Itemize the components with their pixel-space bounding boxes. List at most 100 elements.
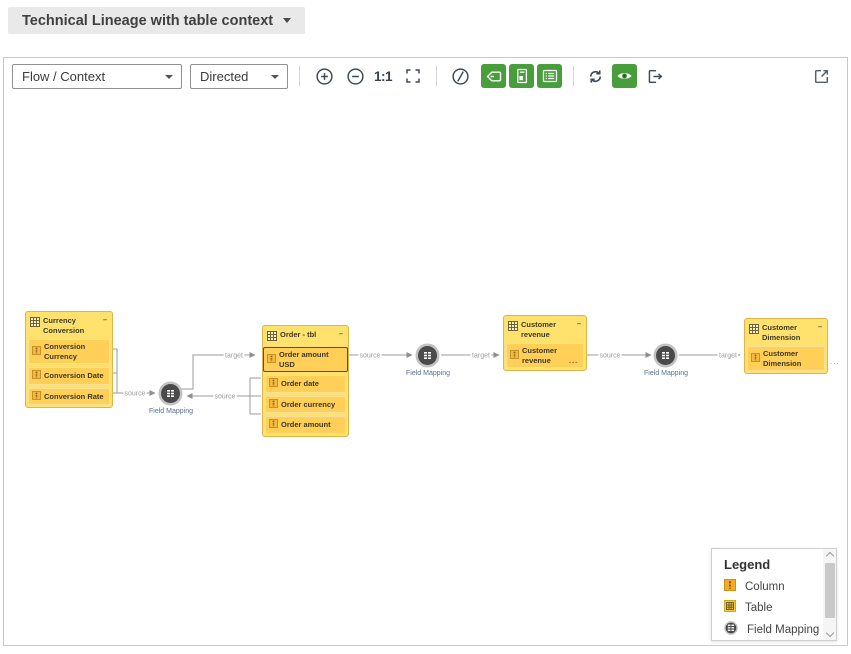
column-node[interactable]: Conversion Currency <box>28 339 110 364</box>
table-title: Order - tbl <box>280 330 317 339</box>
column-node[interactable]: Conversion Date <box>28 367 110 385</box>
field-mapping-node[interactable] <box>418 346 437 365</box>
field-mapping-node[interactable] <box>656 346 675 365</box>
column-name: Order amount USD <box>279 350 329 369</box>
table-node-currency-conversion[interactable]: Currency Conversion – Conversion Currenc… <box>25 311 113 408</box>
list-icon <box>542 69 557 83</box>
table-icon <box>267 330 277 344</box>
table-node-customer-dimension[interactable]: Customer Dimension – Customer Dimension <box>744 318 828 374</box>
column-node[interactable]: Order date <box>265 375 346 393</box>
zoom-out-button[interactable] <box>343 64 367 88</box>
table-node-order-tbl[interactable]: Order - tbl – Order amount USD Order dat… <box>262 325 349 437</box>
toolbar-divider <box>299 66 300 86</box>
collapse-node-button[interactable]: – <box>338 329 343 338</box>
legend-item-label: Column <box>745 580 785 593</box>
legend-item-column: Column <box>724 579 823 594</box>
eye-icon <box>617 73 632 79</box>
edge-label: target <box>472 353 490 360</box>
table-title: Customer Dimension <box>762 323 801 342</box>
collapse-node-button[interactable]: – <box>576 319 581 328</box>
direction-select[interactable]: Directed <box>190 63 288 89</box>
fit-to-screen-icon <box>406 69 420 83</box>
column-icon <box>32 345 41 358</box>
column-name: Customer revenue <box>522 346 558 365</box>
column-icon <box>269 378 278 390</box>
field-mapping-label: Field Mapping <box>644 370 688 377</box>
disable-highlight-button[interactable] <box>448 64 472 88</box>
column-node-selected[interactable]: Order amount USD <box>263 347 348 372</box>
column-node[interactable]: Customer revenue ... <box>506 343 584 368</box>
lineage-view-selector[interactable]: Technical Lineage with table context <box>8 7 306 34</box>
field-mapping-node[interactable] <box>161 384 180 403</box>
show-columns-button[interactable] <box>612 64 638 88</box>
column-icon <box>269 398 278 411</box>
edge-line <box>178 352 256 390</box>
column-icon <box>269 419 278 431</box>
tag-icon <box>486 71 501 81</box>
column-icon <box>267 353 276 366</box>
edge-label: source <box>599 353 620 360</box>
lineage-canvas[interactable]: source target source source target sourc… <box>4 58 847 645</box>
show-list-button[interactable] <box>537 64 563 88</box>
open-in-new-window-icon <box>814 69 828 83</box>
legend-item-label: Field Mapping <box>747 623 820 636</box>
actual-size-button[interactable]: 1:1 <box>374 68 393 84</box>
legend-panel: Legend Column Table Field Mapping <box>711 548 837 641</box>
column-name: Order date <box>281 379 319 388</box>
refresh-button[interactable] <box>583 64 607 88</box>
toolbar-divider <box>436 66 438 86</box>
collapse-node-button[interactable]: – <box>102 315 107 324</box>
column-name: Order amount <box>281 420 331 429</box>
column-icon <box>32 390 41 403</box>
lineage-toolbar: Flow / Context Directed 1:1 <box>4 62 847 90</box>
table-title: Customer revenue <box>521 320 557 339</box>
column-name: Conversion Rate <box>44 391 104 401</box>
zoom-in-button[interactable] <box>312 64 336 88</box>
legend-item-table: Table <box>724 600 823 615</box>
truncation-ellipsis: ... <box>569 355 579 365</box>
chevron-down-icon <box>271 74 279 79</box>
legend-item-label: Table <box>745 601 773 614</box>
column-icon <box>724 579 736 594</box>
open-in-new-window-button[interactable] <box>809 64 833 88</box>
page-title: Technical Lineage with table context <box>22 12 274 29</box>
disable-highlight-icon <box>451 67 469 85</box>
fit-to-screen-button[interactable] <box>401 64 425 88</box>
legend-item-field-mapping: Field Mapping <box>724 621 823 638</box>
edge-label: target <box>225 353 243 360</box>
truncation-ellipsis: ... <box>830 357 840 366</box>
collapse-node-button[interactable]: – <box>817 322 822 331</box>
zoom-out-icon <box>346 67 364 85</box>
column-name: Conversion Date <box>44 371 104 380</box>
column-icon <box>510 349 519 362</box>
toolbar-divider <box>573 66 575 86</box>
column-name: Conversion Currency <box>44 342 86 361</box>
column-icon <box>751 352 760 365</box>
column-icon <box>32 370 41 382</box>
scrollbar-thumb[interactable] <box>824 563 835 618</box>
column-node[interactable]: Conversion Rate <box>28 387 110 405</box>
legend-scrollbar[interactable] <box>823 549 836 640</box>
export-button[interactable] <box>642 64 666 88</box>
scroll-down-icon[interactable] <box>825 628 834 638</box>
show-tags-button[interactable] <box>481 64 507 88</box>
field-mapping-icon <box>724 621 738 638</box>
edge-line <box>113 348 118 393</box>
layout-select-value: Flow / Context <box>22 68 106 84</box>
column-node[interactable]: Order currency <box>265 395 346 413</box>
lineage-edges: source target source source target sourc… <box>113 348 741 415</box>
report-icon <box>516 68 527 84</box>
show-report-button[interactable] <box>509 64 535 88</box>
layout-select[interactable]: Flow / Context <box>12 63 182 89</box>
column-node[interactable]: Customer Dimension <box>747 346 825 371</box>
table-icon <box>749 323 759 337</box>
export-icon <box>648 69 662 83</box>
column-node[interactable]: Order amount <box>265 416 346 434</box>
table-node-customer-revenue[interactable]: Customer revenue – Customer revenue ... <box>503 315 587 371</box>
table-title: Currency Conversion <box>43 316 85 335</box>
zoom-in-icon <box>315 67 333 85</box>
edge-label: target <box>719 353 737 360</box>
legend-title: Legend <box>724 557 771 572</box>
table-icon <box>30 316 40 330</box>
scroll-up-icon[interactable] <box>825 551 834 561</box>
